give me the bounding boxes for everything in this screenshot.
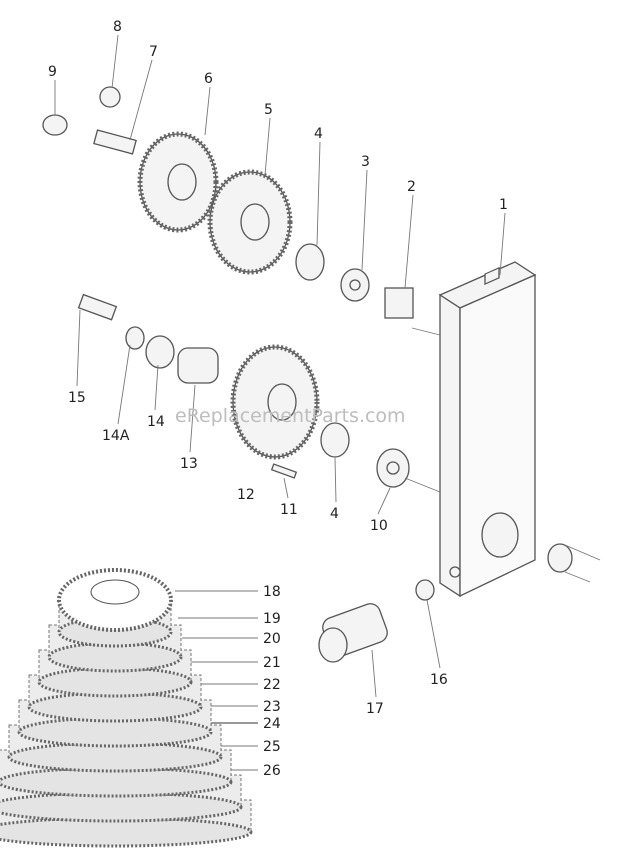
part-label-18: 18 (263, 584, 281, 600)
gear-6 (137, 131, 219, 233)
part-label-22: 22 (263, 677, 281, 693)
part-label-14A: 14A (102, 428, 130, 444)
cone-gear-rim (0, 766, 233, 798)
cone-bore-hole (90, 579, 140, 605)
part-label-14: 14 (147, 414, 165, 430)
part-label-16: 16 (430, 672, 448, 688)
part-label-17: 17 (366, 701, 384, 717)
part-label-13: 13 (180, 456, 198, 472)
cone-gear-rim (0, 816, 253, 848)
part-label-25: 25 (263, 739, 281, 755)
part-label-1: 1 (499, 197, 508, 213)
part-label-21: 21 (263, 655, 281, 671)
part-label-5: 5 (264, 102, 273, 118)
part-label-6: 6 (204, 71, 213, 87)
gear-12 (230, 344, 320, 460)
cone-gear-rim (27, 691, 203, 723)
gear-cone-18-26 (0, 568, 253, 848)
part-label-4: 4 (330, 506, 339, 522)
part-label-10: 10 (370, 518, 388, 534)
small-parts (42, 86, 435, 663)
part-label-4: 4 (314, 126, 323, 142)
part-label-2: 2 (407, 179, 416, 195)
part-label-7: 7 (149, 44, 158, 60)
bracket-part-1 (438, 261, 537, 598)
shaft (547, 543, 601, 583)
part-label-19: 19 (263, 611, 281, 627)
part-label-12: 12 (237, 487, 255, 503)
watermark: eReplacementParts.com (175, 405, 406, 427)
part-label-3: 3 (361, 154, 370, 170)
part-label-9: 9 (48, 64, 57, 80)
part-label-26: 26 (263, 763, 281, 779)
cone-gear-rim (7, 741, 223, 773)
part-label-24: 24 (263, 716, 281, 732)
cone-gear-rim (47, 641, 183, 673)
part-label-23: 23 (263, 699, 281, 715)
part-label-15: 15 (68, 390, 86, 406)
part-label-8: 8 (113, 19, 122, 35)
gear-5 (207, 169, 293, 275)
part-label-20: 20 (263, 631, 281, 647)
part-label-11: 11 (280, 502, 298, 518)
